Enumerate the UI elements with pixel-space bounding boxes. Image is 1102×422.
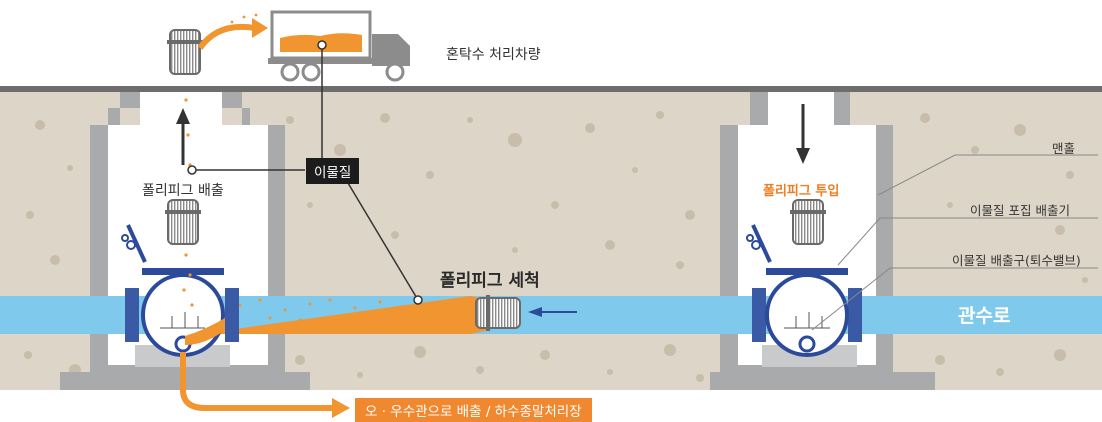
arrow-head (176, 108, 190, 124)
orange-arrow-to-truck (197, 23, 256, 50)
orange-arrow-to-sewer (180, 352, 335, 411)
right-callout-lines (811, 154, 1098, 331)
truck-label: 혼탁수 처리차량 (446, 47, 541, 63)
debris-sediment (200, 296, 490, 334)
callout-lines (192, 45, 419, 301)
manhole-label: 맨홀 (1052, 141, 1076, 156)
discharge-pig-label: 폴리피그 배출 (142, 183, 224, 199)
outlet-label: 이물질 배출구(퇴수밸브) (952, 253, 1081, 268)
filter-pig-icon (475, 295, 521, 331)
ground-surface (0, 86, 1102, 92)
collector-label: 이물질 포집 배출기 (970, 203, 1070, 218)
arrow-head (332, 398, 350, 418)
filter-pig-icon (167, 29, 203, 75)
insert-pig-label: 폴리피그 투입 (763, 184, 840, 199)
filter-pig-icon (165, 199, 201, 245)
debris-particles (223, 298, 382, 324)
arrow-head (528, 307, 542, 317)
valve-debris (185, 318, 225, 345)
right-valve (746, 224, 862, 357)
cleaning-title: 폴리피그 세척 (440, 271, 540, 291)
filter-pig-icon (790, 199, 826, 245)
arrow-head (252, 18, 268, 38)
sewer-tag: 오 · 우수관으로 배출 / 하수종말처리장 (355, 398, 592, 422)
arrow-head (796, 148, 810, 164)
channel-label: 관수로 (958, 305, 1011, 327)
truck-icon (268, 10, 410, 82)
foreign-matter-tag: 이물질 (306, 158, 360, 184)
